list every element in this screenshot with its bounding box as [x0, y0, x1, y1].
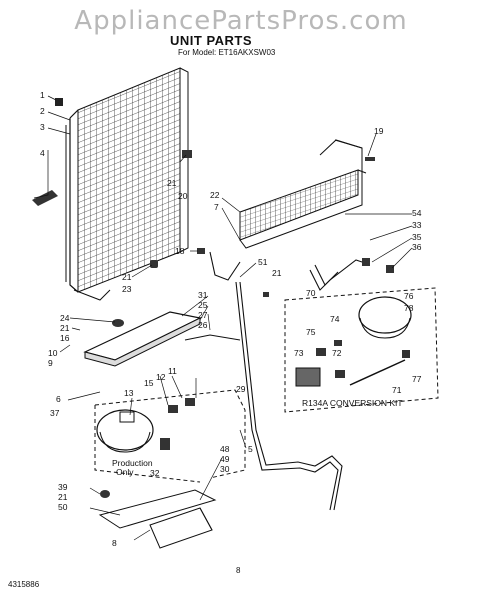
- callout-c24: 24: [60, 313, 70, 323]
- compressor-production: [96, 398, 195, 498]
- model-subtitle: For Model: ET16AKXSW03: [178, 48, 276, 57]
- conversion-kit-label: R134A CONVERSION KIT: [302, 398, 403, 408]
- callout-c77: 77: [412, 374, 422, 384]
- refrigerant-tubing: [184, 251, 363, 511]
- callout-c73: 73: [294, 348, 304, 358]
- callout-c36: 36: [412, 242, 422, 252]
- callout-c39: 39: [58, 482, 68, 492]
- callout-c29: 29: [236, 384, 246, 394]
- callout-c13: 13: [124, 388, 134, 398]
- callout-c21c: 21: [272, 268, 282, 278]
- production-only-box: [94, 389, 246, 483]
- callout-c21e: 21: [58, 492, 68, 502]
- callout-c16: 16: [60, 333, 70, 343]
- callout-c12: 12: [156, 372, 166, 382]
- page-number: 8: [236, 566, 241, 575]
- callout-c27: 27: [198, 310, 208, 320]
- callout-c49: 49: [220, 454, 230, 464]
- callout-c5: 5: [248, 444, 253, 454]
- leader-lines: [33, 95, 413, 541]
- callout-c37: 37: [50, 408, 60, 418]
- callout-c48: 48: [220, 444, 230, 454]
- diagram-title: UNIT PARTS: [170, 33, 253, 48]
- callout-c4: 4: [40, 148, 45, 158]
- callout-c7: 7: [214, 202, 219, 212]
- callout-c25: 25: [198, 300, 208, 310]
- callout-c70: 70: [306, 288, 316, 298]
- callout-c6: 6: [56, 394, 61, 404]
- callout-c26: 26: [198, 320, 208, 330]
- callout-c33: 33: [412, 220, 422, 230]
- callout-c10: 10: [48, 348, 58, 358]
- callout-c9: 9: [48, 358, 53, 368]
- callout-c23: 23: [122, 284, 132, 294]
- callout-c71: 71: [392, 385, 402, 395]
- callout-c50: 50: [58, 502, 68, 512]
- callout-c11: 11: [168, 366, 177, 376]
- watermark: AppliancePartsPros.com: [74, 6, 408, 36]
- callout-c54: 54: [412, 208, 422, 218]
- conversion-kit-box: [284, 287, 439, 413]
- callout-c19: 19: [374, 126, 384, 136]
- callout-c31: 31: [198, 290, 208, 300]
- callout-c76: 76: [404, 291, 414, 301]
- callout-c20: 20: [178, 191, 188, 201]
- compressor-conversion-kit: [295, 296, 412, 387]
- mounting-hardware: [32, 98, 394, 297]
- condenser-coil: [65, 67, 189, 301]
- callout-c35: 35: [412, 232, 422, 242]
- callout-c21b: 21: [122, 272, 132, 282]
- callout-c8: 8: [112, 538, 117, 548]
- callout-c2: 2: [40, 106, 45, 116]
- callout-c30: 30: [220, 464, 230, 474]
- compressor-base-bracket: [98, 489, 217, 549]
- drain-pan: [83, 311, 202, 367]
- callout-numbers: 1 2 3 4 19 21 20 22 7 54 33 35 36 18 21 …: [40, 90, 422, 548]
- callout-c18: 18: [175, 246, 185, 256]
- evaporator-coil: [239, 139, 367, 249]
- callout-c75: 75: [306, 327, 316, 337]
- callout-c22: 22: [210, 190, 220, 200]
- callout-c72: 72: [332, 348, 342, 358]
- callout-c3: 3: [40, 122, 45, 132]
- footer-code: 4315886: [8, 580, 40, 589]
- callout-c1: 1: [40, 90, 45, 100]
- callout-c51: 51: [258, 257, 268, 267]
- callout-c21d: 21: [60, 323, 70, 333]
- callout-c15: 15: [144, 378, 154, 388]
- callout-c78: 78: [404, 303, 414, 313]
- callout-c21a: 21: [167, 178, 177, 188]
- callout-c74: 74: [330, 314, 340, 324]
- callout-c32: 32: [150, 468, 160, 478]
